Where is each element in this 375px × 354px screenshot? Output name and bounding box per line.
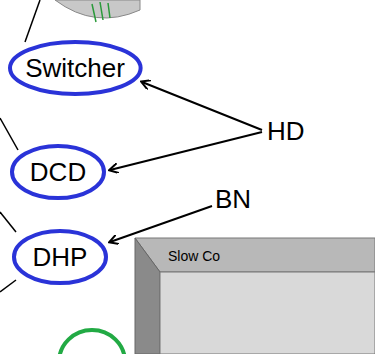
callout-label: BN <box>214 184 252 215</box>
node-label: DHP <box>33 242 88 273</box>
node-label: Switcher <box>25 53 125 84</box>
ellipse-node: DCD <box>10 144 106 200</box>
node-label: Slow Co <box>168 248 220 264</box>
slow-control-box: Slow Co <box>168 244 368 268</box>
ellipse-node: DHP <box>12 229 108 285</box>
node-label: DCD <box>30 157 86 188</box>
ellipse-node: Switcher <box>8 40 143 96</box>
callout-label: HD <box>266 116 306 147</box>
